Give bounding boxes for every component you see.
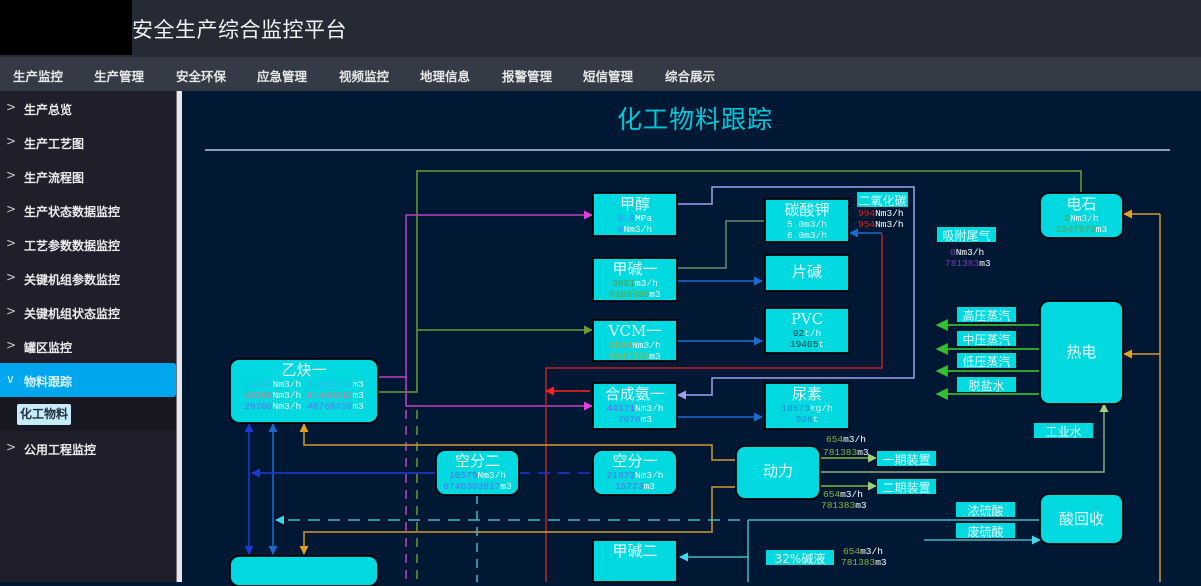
- phase2-flow-1: 654m3/h: [823, 489, 863, 500]
- node-calcium-carbide[interactable]: 电石 0Nm3/h 1347879m3: [1040, 193, 1123, 238]
- co2-flow-2: 954Nm3/h: [858, 219, 904, 230]
- node-synthetic-ammonia-1[interactable]: 合成氨一 44171Nm3/h 7676m3: [593, 383, 677, 429]
- chevron-right-icon: >: [6, 236, 17, 250]
- sidebar-item-flow-chart[interactable]: >生产流程图: [6, 168, 85, 185]
- node-pvc[interactable]: PVC 92t/h 19405t: [765, 308, 849, 353]
- node-vcm-1[interactable]: VCM一 3568Nm3/h 9447278m3: [593, 320, 677, 362]
- sidebar-item-tank-area[interactable]: >罐区监控: [6, 338, 73, 355]
- line-co2-red: [545, 234, 883, 582]
- chevron-right-icon: >: [6, 304, 17, 318]
- node-potassium-carbonate[interactable]: 碳酸钾 5.0m3/h 6.0m3/h: [765, 199, 849, 242]
- sidebar-item-process-params[interactable]: >工艺参数数据监控: [6, 236, 121, 253]
- alkali-flow-1: 654m3/h: [843, 546, 883, 557]
- label-hp-steam: 高压蒸汽: [956, 306, 1017, 323]
- sidebar-item-utilities[interactable]: >公用工程监控: [6, 440, 97, 457]
- sidebar-item-process-diagram[interactable]: >生产工艺图: [6, 134, 85, 151]
- line-power-to-thermal: [820, 403, 1109, 473]
- node-urea[interactable]: 尿素 18573kg/h 936t: [765, 383, 849, 429]
- acetylene-row-2: 42280Nm3/h 61549210m3: [244, 390, 364, 401]
- line-methanol-to-ammonia: [677, 186, 915, 400]
- label-demin-water: 脱盐水: [956, 376, 1017, 393]
- alkali-flow-2: 781383m3: [841, 557, 887, 568]
- node-thermal-power[interactable]: 热电: [1040, 301, 1123, 404]
- line-to-potassium-carbonate: [677, 220, 764, 269]
- acetylene-row-3: 29700Nm3/h 48768730m3: [244, 401, 364, 412]
- page-title: 化工物料跟踪: [617, 105, 774, 134]
- node-bottom-left[interactable]: [230, 556, 378, 586]
- chevron-right-icon: >: [6, 100, 17, 114]
- label-waste-sulfuric-acid: 废硫酸: [955, 522, 1016, 539]
- tail-gas-flow-2: 781383m3: [945, 258, 991, 269]
- node-power[interactable]: 动力: [736, 446, 820, 499]
- node-acid-recovery[interactable]: 酸回收: [1040, 494, 1123, 544]
- sidebar-item-material-tracking[interactable]: ∨物料跟踪: [0, 363, 176, 397]
- phase2-flow-2: 781383m3: [821, 500, 867, 511]
- tail-gas-flow-1: 0Nm3/h: [950, 247, 985, 258]
- line-acetylene-to-carbide: [378, 170, 1082, 393]
- sidebar-item-overview[interactable]: >生产总览: [6, 100, 73, 117]
- sidebar: >生产总览 >生产工艺图 >生产流程图 >生产状态数据监控 >工艺参数数据监控 …: [0, 91, 176, 582]
- chevron-down-icon: ∨: [6, 372, 15, 386]
- main-panel: [182, 91, 1201, 582]
- phase1-flow-2: 781383m3: [823, 447, 869, 458]
- submenu-item-chemical-materials[interactable]: 化工物料: [17, 404, 71, 425]
- title-divider: [205, 149, 1170, 151]
- nav-safety-env[interactable]: 安全环保: [176, 69, 227, 84]
- sidebar-splitter[interactable]: [176, 91, 182, 582]
- node-methyl-alkali-1[interactable]: 甲碱一 3681m3/h 9182609m3: [593, 258, 677, 301]
- chevron-right-icon: >: [6, 168, 17, 182]
- label-conc-sulfuric-acid: 浓硫酸: [955, 501, 1016, 518]
- chevron-right-icon: >: [6, 338, 17, 352]
- app-header: 安全生产综合监控平台: [0, 0, 1201, 57]
- nav-dashboard[interactable]: 综合展示: [665, 69, 716, 84]
- label-industrial-water: 工业水: [1033, 422, 1094, 439]
- label-co2: 二氧化碳: [856, 191, 909, 208]
- sidebar-item-unit-status[interactable]: >关键机组状态监控: [6, 304, 121, 321]
- nav-emergency[interactable]: 应急管理: [257, 69, 308, 84]
- chevron-right-icon: >: [6, 440, 17, 454]
- line-power-to-acetylene: [299, 423, 737, 461]
- node-flake-alkali[interactable]: 片碱: [765, 255, 849, 291]
- line-to-ammonia: [405, 377, 593, 411]
- logo: [0, 0, 132, 55]
- chevron-right-icon: >: [6, 270, 17, 284]
- line-power-to-bottom: [299, 486, 737, 555]
- app-title: 安全生产综合监控平台: [132, 18, 347, 42]
- nav-production-monitoring[interactable]: 生产监控: [13, 69, 64, 84]
- chevron-right-icon: >: [6, 202, 17, 216]
- phase1-flow-1: 654m3/h: [826, 434, 866, 445]
- node-methyl-alkali-2[interactable]: 甲碱二: [593, 540, 677, 582]
- node-methanol[interactable]: 甲醇 0.8MPa 0Nm3/h: [593, 193, 677, 236]
- label-phase2-unit: 二期装置: [876, 478, 937, 495]
- node-air-separation-1[interactable]: 空分一 21973Nm3/h 15773m3: [593, 450, 677, 495]
- label-lp-steam: 低压蒸汽: [956, 352, 1017, 369]
- node-air-separation-2[interactable]: 空分二 10579Nm3/h 6746393917m3: [436, 450, 519, 495]
- nav-gis[interactable]: 地理信息: [420, 69, 471, 84]
- nav-sms[interactable]: 短信管理: [583, 69, 634, 84]
- label-adsorption-tail-gas: 吸附尾气: [936, 226, 997, 243]
- nav-video[interactable]: 视频监控: [339, 69, 390, 84]
- sidebar-item-unit-params[interactable]: >关键机组参数监控: [6, 270, 121, 287]
- label-phase1-unit: 一期装置: [876, 450, 937, 467]
- line-to-methanol: [378, 210, 593, 378]
- chevron-right-icon: >: [6, 134, 17, 148]
- label-32-alkali: 32%碱液: [765, 549, 835, 566]
- top-nav: 生产监控 生产管理 安全环保 应急管理 视频监控 地理信息 报警管理 短信管理 …: [0, 57, 1201, 91]
- sidebar-item-status-data[interactable]: >生产状态数据监控: [6, 202, 121, 219]
- label-mp-steam: 中压蒸汽: [956, 330, 1017, 347]
- nav-alarm[interactable]: 报警管理: [502, 69, 553, 84]
- nav-production-management[interactable]: 生产管理: [94, 69, 145, 84]
- node-acetylene-1[interactable]: 乙炔一 14435Nm3/h 21351430m3 42280Nm3/h 615…: [230, 359, 378, 423]
- co2-flow-1: 994Nm3/h: [858, 208, 904, 219]
- acetylene-row-1: 14435Nm3/h 21351430m3: [244, 379, 364, 390]
